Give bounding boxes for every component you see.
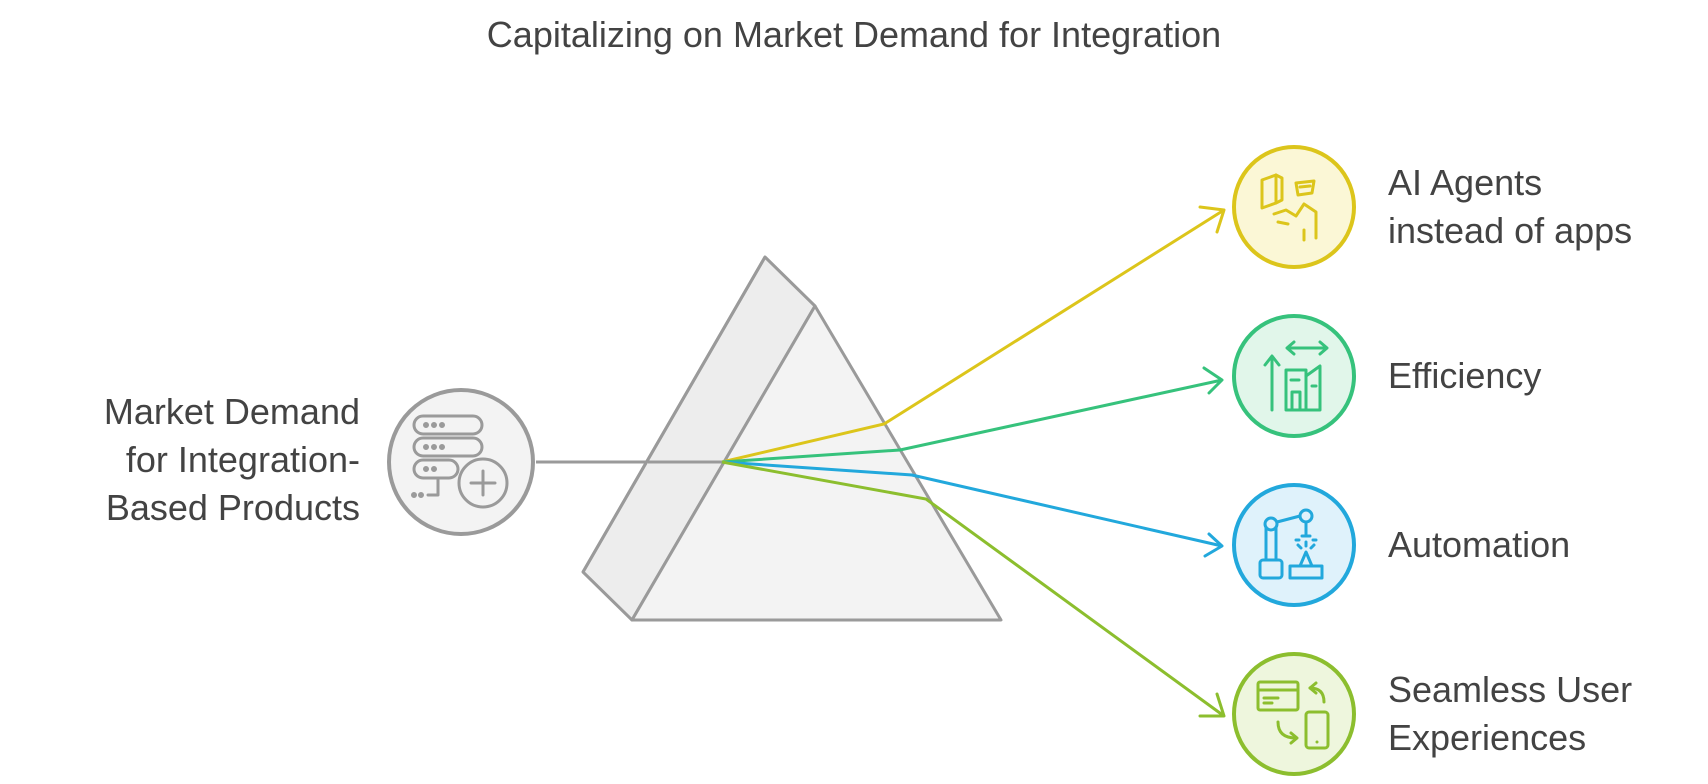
beam-ai-agents [721,205,1226,464]
label-seamless: Seamless User Experiences [1388,666,1632,762]
building-growth-icon [1263,340,1329,412]
robot-arm-icon [1258,508,1324,580]
diagram-title: Capitalizing on Market Demand for Integr… [486,14,1222,55]
beam-automation [721,460,1224,558]
label-automation: Automation [1388,521,1570,569]
source-label-line: Market Demand [103,391,360,432]
label-line: Experiences [1388,717,1587,758]
label-line: Automation [1388,524,1571,565]
source-label: Market Demand for Integration- Based Pro… [40,388,360,532]
label-line: Seamless User [1388,669,1633,710]
prism [581,255,1003,622]
label-line: Efficiency [1388,355,1542,396]
source-node [387,388,535,536]
node-seamless [1232,652,1356,776]
node-efficiency [1232,314,1356,438]
label-line: AI Agents [1388,162,1543,203]
beam-seamless [721,460,1226,718]
database-plus-icon [411,414,509,509]
source-label-line: for Integration- [125,439,360,480]
label-line: instead of apps [1388,210,1633,251]
beam-efficiency [721,366,1224,464]
label-efficiency: Efficiency [1388,352,1541,400]
node-automation [1232,483,1356,607]
label-ai-agents: AI Agents instead of apps [1388,159,1632,255]
node-ai-agents [1232,145,1356,269]
agent-presenting-icon [1260,173,1318,242]
devices-sync-icon [1256,680,1330,750]
source-label-line: Based Products [105,487,360,528]
